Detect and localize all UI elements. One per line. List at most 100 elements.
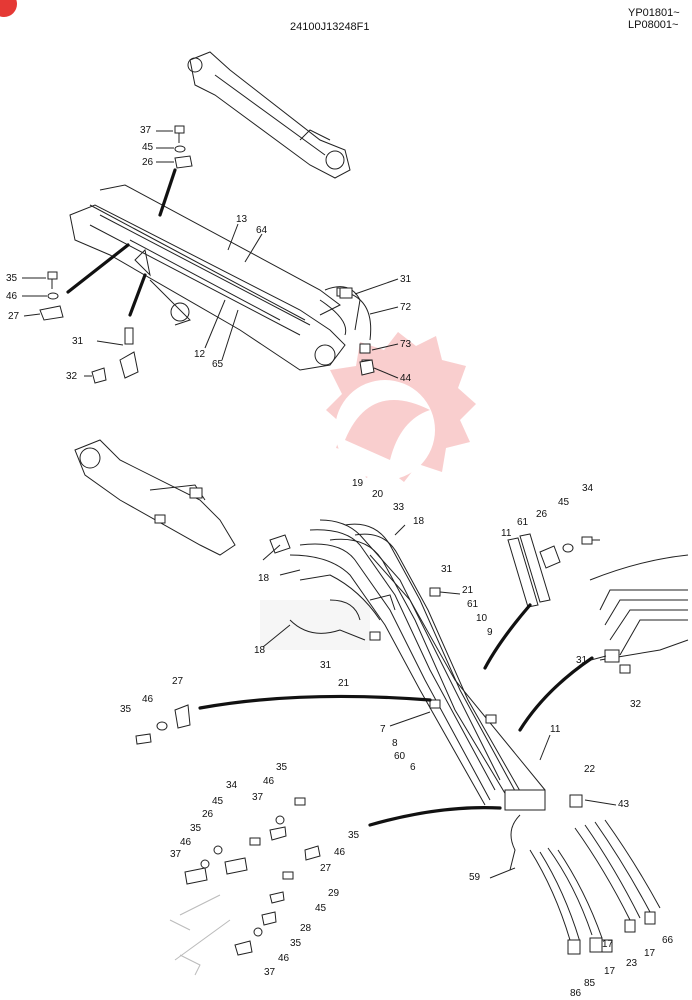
- callout-6: 6: [410, 762, 416, 773]
- callout-46: 46: [263, 776, 275, 787]
- callout-60: 60: [394, 751, 406, 762]
- callout-46: 46: [142, 694, 154, 705]
- leader-lines-upper: [22, 130, 399, 379]
- callout-12: 12: [194, 349, 206, 360]
- callout-46: 46: [278, 953, 290, 964]
- callout-45: 45: [315, 903, 327, 914]
- watermark-gear-icon: [260, 332, 476, 650]
- callout-64: 64: [256, 225, 268, 236]
- bolt-35-mid-icon: [135, 733, 152, 745]
- callout-31: 31: [441, 564, 453, 575]
- callout-45: 45: [142, 142, 154, 153]
- callout-37: 37: [170, 849, 182, 860]
- callout-31: 31: [400, 274, 412, 285]
- callout-66: 66: [662, 935, 674, 946]
- fitting-31-boom-icon: [124, 327, 134, 345]
- callout-43: 43: [618, 799, 630, 810]
- right-bracket-detail: [589, 554, 689, 674]
- callout-31: 31: [320, 660, 332, 671]
- callout-20: 20: [372, 489, 384, 500]
- callout-11: 11: [550, 724, 561, 735]
- callout-35: 35: [120, 704, 132, 715]
- callout-22: 22: [584, 764, 596, 775]
- washer-46-mid-icon: [156, 721, 168, 731]
- callout-35: 35: [190, 823, 202, 834]
- fitting-32-boom-icon: [91, 351, 139, 384]
- callout-35: 35: [6, 273, 18, 284]
- callout-18: 18: [258, 573, 270, 584]
- callout-46: 46: [334, 847, 346, 858]
- washer-46-left-icon: [47, 292, 59, 300]
- callout-27: 27: [8, 311, 20, 322]
- callout-85: 85: [584, 978, 596, 989]
- callout-11: 11: [501, 528, 512, 539]
- arm-hose-bundle: [269, 519, 583, 871]
- callout-37: 37: [264, 967, 276, 978]
- callout-32: 32: [66, 371, 78, 382]
- callout-45: 45: [558, 497, 570, 508]
- callout-27: 27: [320, 863, 332, 874]
- clamp-27-left-icon: [39, 305, 64, 321]
- callout-65: 65: [212, 359, 224, 370]
- callout-46: 46: [180, 837, 192, 848]
- callout-labels: 37 45 26 13 64 35 46 27 31 72 31 73 12 6…: [6, 125, 674, 999]
- callout-37: 37: [252, 792, 264, 803]
- leader-bracket: [518, 656, 594, 732]
- leader-arm-left: [198, 694, 432, 710]
- boom-cylinder-upper: [187, 51, 351, 179]
- arm-cylinder: [74, 439, 236, 556]
- clamp-26-upper-icon: [174, 155, 193, 169]
- callout-86: 86: [570, 988, 582, 999]
- fitting-31-right-icon: [339, 287, 353, 299]
- serial-range-1: YP01801~: [628, 7, 680, 19]
- callout-9: 9: [487, 627, 493, 638]
- bucket-hoses-left: [529, 847, 613, 955]
- callout-32: 32: [630, 699, 642, 710]
- callout-59: 59: [469, 872, 481, 883]
- leader-clamp-upper: [158, 168, 177, 217]
- bucket-hoses-right: [574, 819, 661, 933]
- callout-35: 35: [290, 938, 302, 949]
- callout-21: 21: [338, 678, 350, 689]
- callout-37: 37: [140, 125, 152, 136]
- pipe-pair-11-61: [507, 533, 600, 608]
- serial-range-2: LP08001~: [628, 19, 679, 31]
- leader-clamp-left: [66, 243, 130, 294]
- bolt-37-upper-icon: [174, 125, 185, 143]
- callout-19: 19: [352, 478, 364, 489]
- callout-7: 7: [380, 724, 386, 735]
- callout-21: 21: [462, 585, 474, 596]
- callout-26: 26: [536, 509, 548, 520]
- callout-33: 33: [393, 502, 405, 513]
- callout-61: 61: [517, 517, 529, 528]
- callout-26: 26: [202, 809, 214, 820]
- callout-61: 61: [467, 599, 479, 610]
- callout-29: 29: [328, 888, 340, 899]
- callout-18: 18: [254, 645, 266, 656]
- callout-18: 18: [413, 516, 425, 527]
- callout-23: 23: [626, 958, 638, 969]
- clamp-27-mid-icon: [174, 704, 191, 729]
- callout-8: 8: [392, 738, 398, 749]
- callout-17: 17: [602, 939, 614, 950]
- callout-13: 13: [236, 214, 248, 225]
- callout-35: 35: [348, 830, 360, 841]
- callout-26: 26: [142, 157, 154, 168]
- leader-clamps-lower: [368, 806, 502, 827]
- leader-fitting-boom: [128, 273, 147, 317]
- callout-35: 35: [276, 762, 288, 773]
- callout-46: 46: [6, 291, 18, 302]
- callout-44: 44: [400, 373, 412, 384]
- callout-17: 17: [604, 966, 616, 977]
- callout-45: 45: [212, 796, 224, 807]
- callout-31: 31: [576, 655, 588, 666]
- diagram-code: 24100J13248F1: [290, 21, 370, 33]
- boom-assembly: [69, 184, 373, 371]
- callout-73: 73: [400, 339, 412, 350]
- callout-17: 17: [644, 948, 656, 959]
- callout-28: 28: [300, 923, 312, 934]
- callout-27: 27: [172, 676, 184, 687]
- corner-badge-icon: [0, 0, 17, 17]
- leader-lines-lower: [262, 524, 617, 879]
